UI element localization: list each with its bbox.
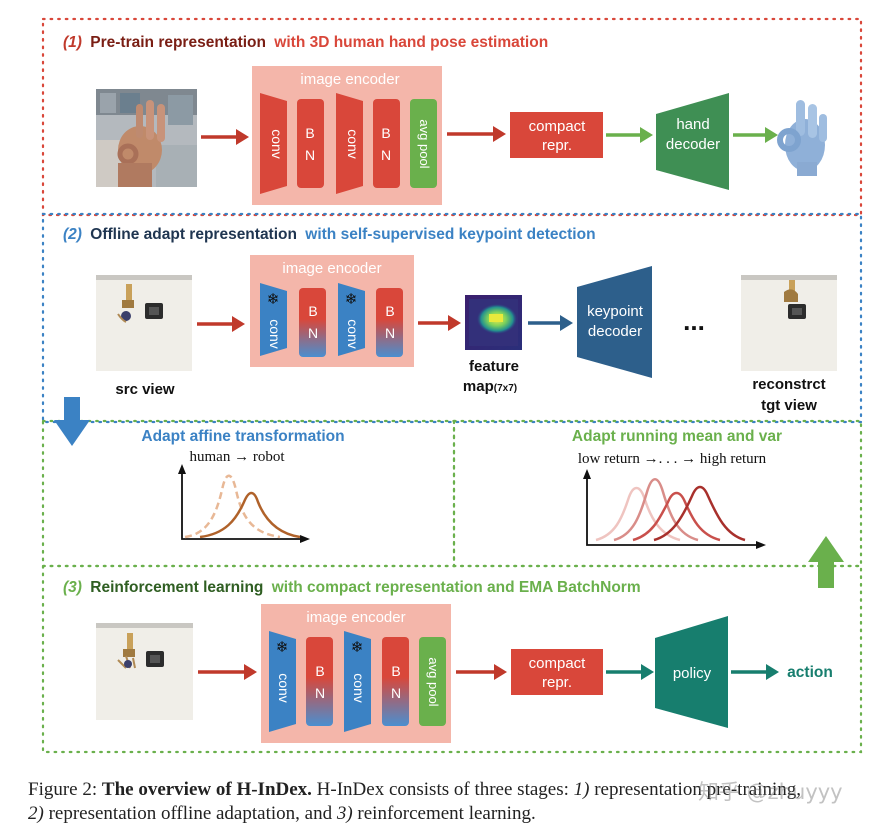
running-subtitle: low return →. . . → high return <box>578 451 767 467</box>
src-view-photo <box>96 275 192 371</box>
stage3-encoder-title: image encoder <box>306 609 405 626</box>
svg-text:conv: conv <box>345 319 361 349</box>
affine-plot <box>178 464 310 543</box>
snowflake-icon: ❄ <box>276 639 289 656</box>
up-arrow-green <box>808 536 844 588</box>
svg-text:B: B <box>391 663 400 679</box>
svg-text:repr.: repr. <box>542 674 572 691</box>
snowflake-icon: ❄ <box>267 291 280 308</box>
human-hand-photo <box>96 89 197 187</box>
svg-text:B: B <box>308 303 317 319</box>
svg-text:repr.: repr. <box>542 137 572 154</box>
stage1-layer-bn-2: B N <box>373 99 400 188</box>
stage1-layer-conv-2: conv <box>336 93 363 194</box>
figure-caption: Figure 2: The overview of H-InDex. H-InD… <box>28 779 802 824</box>
running-plot <box>583 469 766 549</box>
stage2-layer-conv-2: ❄ conv <box>338 283 365 356</box>
stage3-layer-avgpool: avg pool <box>419 637 446 726</box>
stage3-box <box>41 564 863 754</box>
svg-text:B: B <box>305 125 314 141</box>
svg-text:N: N <box>385 325 395 341</box>
feature-map-sublabel: map(7x7) <box>463 378 517 395</box>
svg-text:conv: conv <box>351 673 367 703</box>
svg-text:N: N <box>391 685 401 701</box>
stage1-encoder-title: image encoder <box>300 71 399 88</box>
stage2-encoder-title: image encoder <box>282 260 381 277</box>
stage3-title: (3) Reinforcement learning with compact … <box>63 579 641 596</box>
stage1-layer-bn-1: B N <box>297 99 324 188</box>
svg-text:decoder: decoder <box>666 136 720 153</box>
keypoint-decoder: keypoint decoder <box>577 266 652 378</box>
affine-title: Adapt affine transformation <box>141 428 344 445</box>
svg-text:N: N <box>305 147 315 163</box>
stage1-layer-avgpool: avg pool <box>410 99 437 188</box>
svg-text:B: B <box>381 125 390 141</box>
stage3-layer-bn-2: B N <box>382 637 409 726</box>
robot-hand-photo <box>96 623 193 720</box>
running-title: Adapt running mean and var <box>572 428 782 445</box>
svg-text:N: N <box>308 325 318 341</box>
feature-map <box>465 295 522 350</box>
svg-text:N: N <box>381 147 391 163</box>
stage3-layer-conv-1: ❄ conv <box>269 631 296 732</box>
svg-text:keypoint: keypoint <box>587 303 644 320</box>
running-box <box>452 419 863 568</box>
snowflake-icon: ❄ <box>345 291 358 308</box>
svg-text:hand: hand <box>676 116 709 133</box>
ellipsis: ... <box>683 306 705 336</box>
svg-text:conv: conv <box>269 129 285 159</box>
tgt-view-photo <box>741 275 837 371</box>
feature-map-label: feature <box>469 358 519 375</box>
stage2-layer-conv-1: ❄ conv <box>260 283 287 356</box>
snowflake-icon: ❄ <box>351 639 364 656</box>
stage1-box <box>41 17 863 217</box>
stage2-title: (2) Offline adapt representation with se… <box>63 226 596 243</box>
svg-text:conv: conv <box>345 129 361 159</box>
hand-mesh-icon <box>777 100 827 176</box>
stage3-layer-conv-2: ❄ conv <box>344 631 371 732</box>
svg-text:decoder: decoder <box>588 323 642 340</box>
affine-subtitle: human → robot <box>190 449 286 465</box>
svg-text:policy: policy <box>673 665 712 682</box>
hand-decoder: hand decoder <box>656 93 729 190</box>
stage2-layer-bn-2: B N <box>376 288 403 357</box>
action-label: action <box>787 664 833 681</box>
stage1-compact-repr: compact repr. <box>510 112 603 158</box>
overview-diagram: (1) Pre-train representation with 3D hum… <box>41 17 863 754</box>
watermark: 知乎 @zhuyyy <box>698 780 843 804</box>
svg-text:avg pool: avg pool <box>417 119 432 168</box>
svg-text:compact: compact <box>529 118 587 135</box>
svg-text:N: N <box>315 685 325 701</box>
stage2-layer-bn-1: B N <box>299 288 326 357</box>
tgt-view-label-1: reconstrct <box>752 376 825 393</box>
src-view-label: src view <box>115 381 175 398</box>
policy-network: policy <box>655 616 728 728</box>
svg-text:avg pool: avg pool <box>426 657 441 706</box>
svg-text:compact: compact <box>529 655 587 672</box>
down-arrow-blue <box>54 397 90 446</box>
stage2-box <box>41 212 863 424</box>
tgt-view-label-2: tgt view <box>761 397 817 414</box>
svg-text:B: B <box>385 303 394 319</box>
stage3-layer-bn-1: B N <box>306 637 333 726</box>
svg-text:conv: conv <box>276 673 292 703</box>
svg-text:B: B <box>315 663 324 679</box>
svg-text:conv: conv <box>267 319 283 349</box>
stage1-layer-conv-1: conv <box>260 93 287 194</box>
stage3-compact-repr: compact repr. <box>511 649 603 695</box>
stage1-title: (1) Pre-train representation with 3D hum… <box>63 34 548 51</box>
